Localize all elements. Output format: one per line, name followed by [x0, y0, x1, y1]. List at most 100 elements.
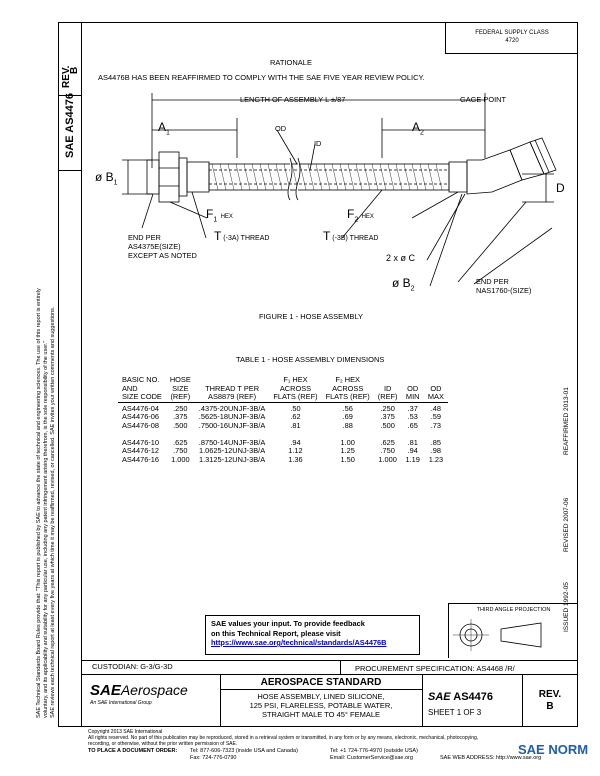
f1-label: F1 HEX [206, 207, 233, 224]
end-left-note: END PER AS4375E(SIZE) EXCEPT AS NOTED [128, 233, 197, 260]
t1-label: T (-3A) THREAD [214, 229, 270, 243]
table-cell: .5625-18UNJF-3B/A [198, 412, 266, 422]
table-row: AS4476-06.375.5625-18UNJF-3B/A.62.69.375… [118, 413, 448, 422]
sae-norm-watermark: SAE NORM [518, 742, 589, 757]
table-cell: AS4476-08 [122, 420, 159, 430]
table-cell: .625 [173, 437, 188, 447]
divider [340, 660, 341, 674]
table-cell: .81 [290, 420, 301, 430]
table-caption: TABLE 1 - HOSE ASSEMBLY DIMENSIONS [236, 355, 385, 364]
strip-divider [58, 170, 82, 171]
tel-usa: Tel: 877-606-7323 (inside USA and Canada… [190, 748, 298, 754]
f2-label: F2 HEX [347, 207, 374, 224]
side-notice-3: SAE reviews each technical report at lea… [50, 306, 56, 718]
col-header-id: ID(REF) [373, 376, 402, 403]
length-label: LENGTH OF ASSEMBLY L ±/87 [240, 95, 346, 104]
reaffirmed-date: REAFFIRMED 2013-01 [563, 387, 570, 455]
web-address[interactable]: SAE WEB ADDRESS: http://www.sae.org [440, 755, 542, 761]
aerospace-standard-label: AEROSPACE STANDARD [260, 677, 382, 688]
feedback-box: SAE values your input. To provide feedba… [205, 615, 420, 655]
table-cell: .50 [290, 403, 301, 413]
c-label: 2 x ø C [386, 253, 416, 263]
feedback-link[interactable]: https://www.sae.org/technical/standards/… [211, 638, 387, 647]
table-cell: .4375-20UNJF-3B/A [198, 403, 266, 413]
table-cell: .37 [407, 403, 418, 413]
table-cell: .500 [173, 420, 188, 430]
email: Email: CustomerService@sae.org [330, 755, 413, 761]
table-cell: .62 [290, 412, 301, 422]
fax: Fax: 724-776-0790 [190, 755, 237, 761]
table-cell: .59 [430, 412, 442, 422]
b1-label: ø B1 [95, 170, 118, 187]
table-cell: .85 [430, 437, 442, 447]
table-cell: 1.000 [378, 455, 397, 465]
feedback-line-2: on this Technical Report, please visit [211, 628, 341, 638]
table-cell: .7500-16UNJF-3B/A [198, 420, 266, 430]
table-cell: .56 [342, 403, 353, 413]
table-cell: AS4476-10 [122, 437, 159, 447]
table-cell: .94 [407, 446, 418, 456]
table-cell: .250 [173, 403, 188, 413]
left-fitting-hex [158, 151, 180, 203]
table-cell: .375 [380, 412, 395, 422]
t2-label: T (-3B) THREAD [323, 229, 379, 243]
side-notice-1: SAE Technical Standards Board Rules prov… [36, 288, 42, 718]
projection-symbol [453, 619, 542, 651]
table-row: AS4476-04 .250 .4375-20UNJF-3B/A .50 .56 .250… [118, 402, 448, 413]
table-cell: .750 [173, 446, 188, 456]
supply-class-value: 4720 [505, 38, 519, 44]
gage-point-label: GAGE POINT [460, 95, 506, 104]
a2-label: A2 [412, 120, 424, 137]
revised-date: REVISED 2007-06 [563, 497, 570, 552]
strip-divider [58, 95, 82, 96]
rev-side-value: B [69, 66, 80, 74]
a1-label: A1 [158, 120, 170, 137]
table-cell: 1.36 [288, 455, 303, 465]
table-cell: .8750-14UNJF-3B/A [198, 437, 266, 447]
d-label: D [556, 181, 565, 195]
table-cell: AS4476-16 [122, 455, 159, 465]
third-angle-label: THIRD ANGLE PROJECTION [476, 607, 551, 613]
table-cell: AS4476-12 [122, 446, 159, 456]
third-angle-box: THIRD ANGLE PROJECTION [448, 603, 578, 658]
left-strip [58, 22, 82, 727]
od-label: OD [275, 124, 287, 133]
table-cell: 1.12 [288, 446, 303, 456]
sheet-number: SHEET 1 OF 3 [428, 708, 482, 717]
table-cell: .48 [430, 403, 442, 413]
table-cell: .81 [407, 437, 418, 447]
table-cell: .69 [342, 412, 353, 422]
table-cell: .500 [380, 420, 395, 430]
table-cell: .98 [430, 446, 442, 456]
footer-copyright: Copyright 2013 SAE International [88, 729, 163, 735]
tel-outside: Tel: +1 724-776-4970 (outside USA) [330, 748, 418, 754]
side-notice-2: voluntary, and its applicability and sui… [43, 340, 49, 718]
divider [220, 674, 221, 727]
table-cell: .375 [173, 412, 188, 422]
supply-class-label: FEDERAL SUPPLY CLASS [475, 30, 549, 36]
divider [422, 674, 423, 727]
procurement-spec: PROCUREMENT SPECIFICATION: AS4468 /R/ [355, 664, 515, 673]
footer-rights-2: recording, or otherwise, without the pri… [88, 741, 238, 748]
table-cell: 1.0625-12UNJ-3B/A [199, 446, 266, 456]
divider [82, 660, 578, 661]
doc-number: SAE AS4476 [428, 691, 494, 703]
table-cell: AS4476-04 [122, 403, 159, 413]
table-cell: .250 [380, 403, 395, 413]
table-cell: 1.23 [428, 455, 444, 465]
table-cell: 1.000 [171, 455, 190, 465]
divider [522, 674, 523, 727]
table-row: AS4476-12 .750 1.0625-12UNJ-3B/A 1.12 1.25 .7… [118, 447, 448, 456]
doc-number-side: SAE AS4476 [64, 92, 76, 158]
right-fitting-elbow [466, 149, 523, 195]
divider [82, 674, 578, 675]
table-cell: 1.25 [340, 446, 355, 456]
table-cell: .750 [380, 446, 395, 456]
table-cell: 1.19 [405, 455, 420, 465]
